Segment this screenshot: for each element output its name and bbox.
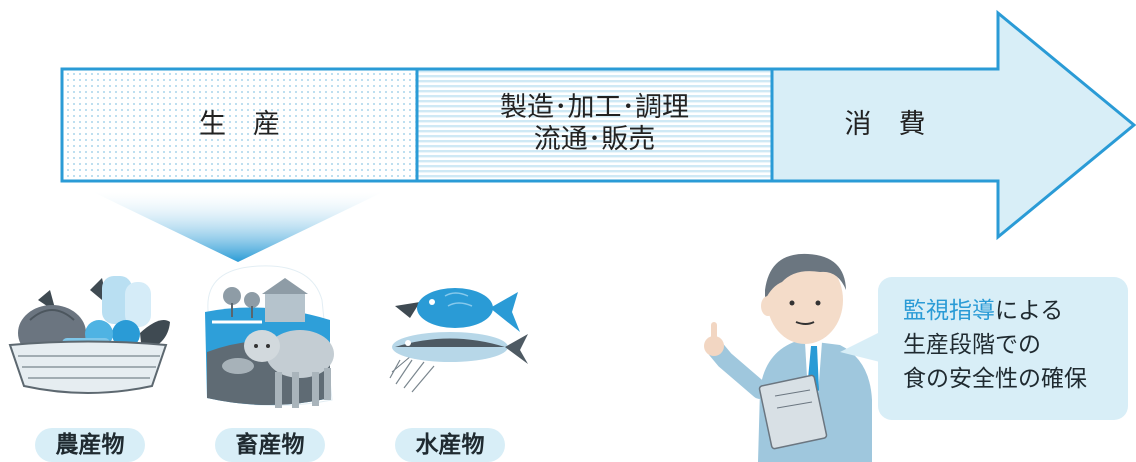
category-fishery-label: 水産物 (395, 428, 505, 462)
flow-arrow-outline (60, 9, 1136, 241)
stage-processing-line1: 製造･加工･調理 (500, 92, 689, 123)
category-livestock-label: 畜産物 (215, 428, 325, 462)
vegetable-basket-icon (8, 276, 170, 394)
speech-highlight: 監視指導 (903, 298, 995, 324)
segment-processing (417, 69, 772, 181)
farm-cow-icon (205, 265, 334, 408)
speech-line-1-rest: による (995, 298, 1064, 324)
stage-consumption-label: 消 費 (844, 109, 926, 140)
stage-production-label: 生 産 (199, 109, 280, 140)
speech-bubble-tail (840, 332, 880, 362)
speech-bubble-text: 監視指導による 生産段階での 食の安全性の確保 (903, 294, 1123, 396)
speech-line-1: 監視指導による (903, 294, 1123, 328)
stage-processing-label: 製造･加工･調理 流通･販売 (417, 92, 772, 156)
production-funnel (93, 192, 383, 262)
speech-bubble (878, 277, 1128, 420)
pointing-man-illustration (704, 253, 872, 462)
speech-line-3: 食の安全性の確保 (903, 366, 1087, 392)
segment-production (62, 69, 417, 181)
speech-line-2: 生産段階での (903, 332, 1041, 358)
fish-icon (389, 288, 528, 393)
stage-processing-line2: 流通･販売 (533, 124, 656, 155)
category-agriculture-label: 農産物 (35, 428, 145, 462)
